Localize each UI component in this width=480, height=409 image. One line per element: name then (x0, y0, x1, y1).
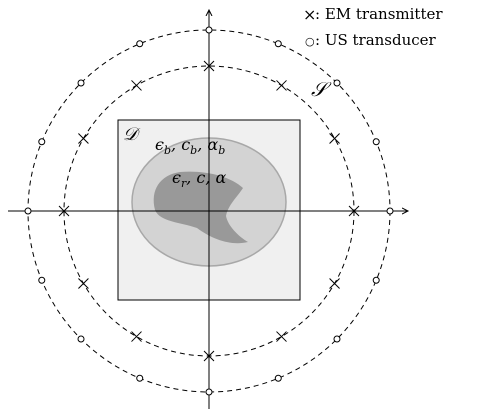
us-transducer-marker (77, 335, 85, 343)
us-transducer-marker (372, 276, 380, 284)
us-transducer-marker (136, 40, 144, 48)
em-transmitter-marker (348, 205, 360, 217)
us-transducer-marker (24, 207, 32, 215)
em-transmitter-marker (329, 133, 340, 144)
em-transmitter-marker (78, 278, 89, 289)
legend-transmitter-text: : EM transmitter (315, 5, 443, 23)
em-transmitter-marker (78, 133, 89, 144)
us-transducer-marker (136, 374, 144, 382)
us-transducer-marker (38, 276, 46, 284)
em-transmitter-marker (203, 60, 215, 72)
em-transmitter-marker (58, 205, 70, 217)
object-params: ϵr, c, α (172, 168, 227, 190)
us-transducer-markers (24, 26, 394, 396)
em-transmitter-marker (329, 278, 340, 289)
legend-transmitter-symbol: × (303, 5, 316, 24)
em-transmitter-marker (276, 80, 287, 91)
em-transmitter-marker (131, 331, 142, 342)
background-params: ϵb, cb, αb (155, 135, 225, 157)
us-transducer-marker (372, 138, 380, 146)
legend: × : EM transmitter ○ : US transducer (303, 5, 443, 49)
us-transducer-marker (77, 79, 85, 87)
us-transducer-marker (333, 79, 341, 87)
us-transducer-marker (274, 374, 282, 382)
legend-transducer-text: : US transducer (315, 31, 437, 49)
inner-target-shape (153, 171, 248, 244)
em-transmitter-markers (58, 60, 360, 362)
domain-label: 𝒟 (123, 124, 141, 145)
us-transducer-marker (205, 388, 213, 396)
us-transducer-marker (333, 335, 341, 343)
em-transmitter-marker (203, 350, 215, 362)
legend-transducer-symbol: ○ (305, 35, 315, 48)
em-transmitter-marker (276, 331, 287, 342)
us-transducer-marker (386, 207, 394, 215)
em-transmitter-marker (131, 80, 142, 91)
us-transducer-marker (205, 26, 213, 34)
us-transducer-marker (274, 40, 282, 48)
us-transducer-marker (38, 138, 46, 146)
surface-label: 𝒮 (311, 77, 332, 101)
